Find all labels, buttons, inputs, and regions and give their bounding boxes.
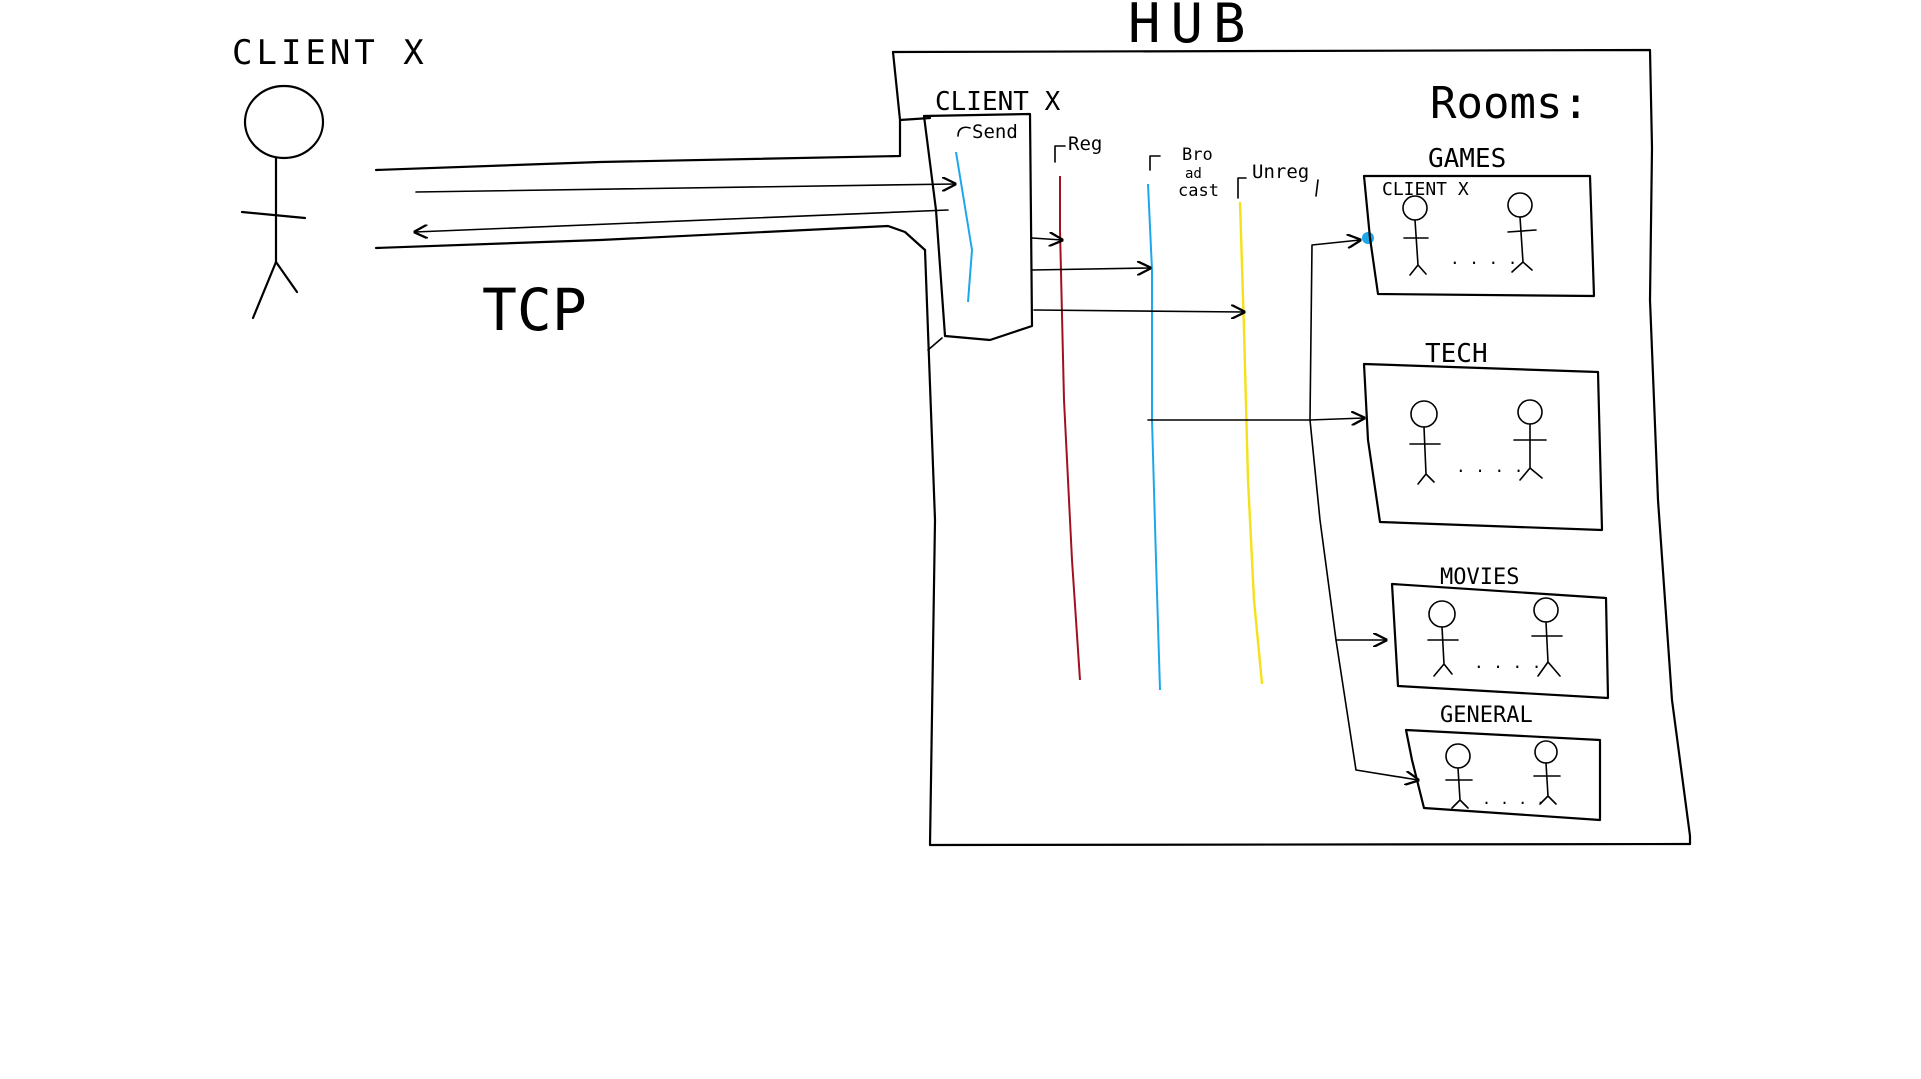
broadcast-thread-label-2: ad xyxy=(1185,166,1202,182)
entry-dot-icon xyxy=(1362,232,1374,244)
external-client: CLIENT X xyxy=(232,33,428,320)
room-games: GAMES CLIENT X . . . . xyxy=(1362,144,1596,298)
handler-to-thread-arrows xyxy=(1031,238,1244,312)
room-member-label: CLIENT X xyxy=(1382,179,1469,200)
room-name: TECH xyxy=(1425,339,1488,369)
room-tech: TECH . . . . xyxy=(1362,339,1604,532)
client-handler: CLIENT X Send xyxy=(922,87,1061,351)
rooms-title: Rooms: xyxy=(1430,78,1589,129)
user-stick-figure-icon xyxy=(1402,195,1429,276)
room-general: GENERAL . . . . xyxy=(1404,703,1602,822)
hub-title: HUB xyxy=(1128,0,1256,55)
broadcast-fanout xyxy=(1147,232,1418,780)
room-ellipsis: . . . . xyxy=(1474,653,1541,672)
room-name: GENERAL xyxy=(1440,703,1533,728)
tcp-connection: TCP xyxy=(374,116,955,344)
broadcast-thread-label-3: cast xyxy=(1178,181,1219,201)
room-name: GAMES xyxy=(1428,144,1506,174)
external-client-label: CLIENT X xyxy=(232,33,428,73)
user-stick-figure-icon xyxy=(1409,400,1441,485)
send-thread-label: Send xyxy=(972,121,1018,143)
user-stick-figure-icon xyxy=(1427,600,1459,677)
room-ellipsis: . . . . xyxy=(1450,249,1517,268)
stick-figure-icon xyxy=(240,84,325,320)
user-stick-figure-icon xyxy=(1513,399,1547,481)
tcp-label: TCP xyxy=(482,276,587,344)
room-ellipsis: . . . . xyxy=(1456,457,1523,476)
unreg-thread: Unreg xyxy=(1237,161,1319,685)
client-handler-label: CLIENT X xyxy=(935,87,1061,117)
hub-container: HUB xyxy=(891,0,1692,847)
reg-thread: Reg xyxy=(1054,133,1102,681)
user-stick-figure-icon xyxy=(1533,740,1561,805)
room-ellipsis: . . . . xyxy=(1482,790,1545,808)
room-movies: MOVIES . . . . xyxy=(1390,565,1610,700)
user-stick-figure-icon xyxy=(1507,192,1537,273)
reg-thread-label: Reg xyxy=(1068,133,1102,155)
user-stick-figure-icon xyxy=(1531,597,1563,677)
user-stick-figure-icon xyxy=(1445,743,1473,809)
broadcast-thread: Bro ad cast xyxy=(1147,145,1219,691)
unreg-thread-label: Unreg xyxy=(1252,161,1309,183)
room-name: MOVIES xyxy=(1440,565,1519,590)
send-thread-line xyxy=(955,151,974,303)
broadcast-thread-label-1: Bro xyxy=(1182,145,1213,165)
